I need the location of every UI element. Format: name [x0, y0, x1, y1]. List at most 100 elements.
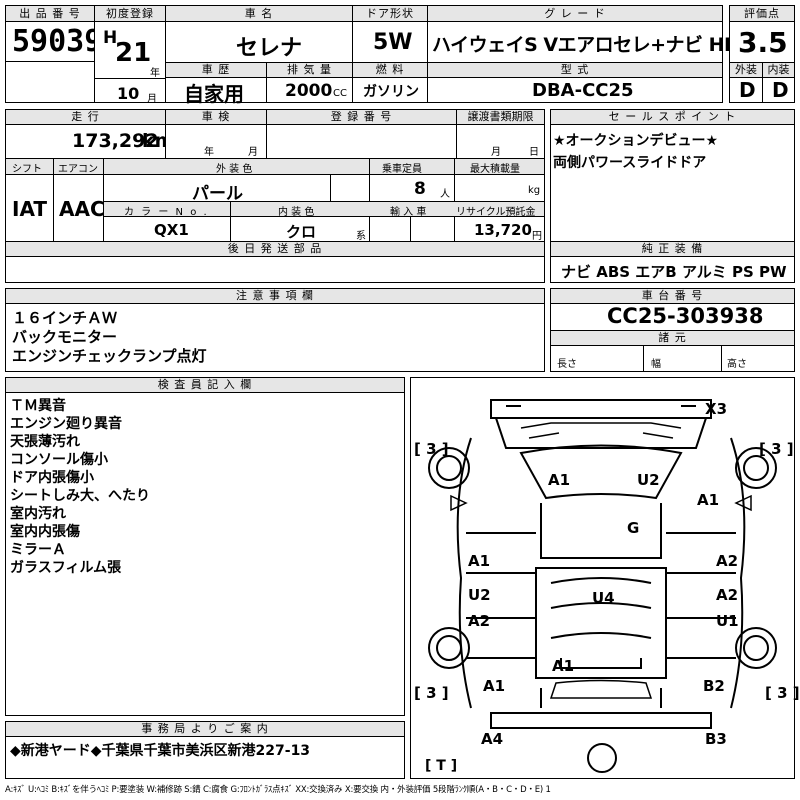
reg-label: 初度登録 [95, 6, 165, 22]
ac-label: エアコン [58, 164, 98, 175]
damage-mark: U1 [716, 612, 739, 630]
car-name: セレナ [236, 36, 303, 61]
transfer-month: 月 [491, 147, 501, 158]
inspect-box: 車 検 年 月 [165, 109, 267, 159]
transfer-day: 日 [529, 147, 539, 158]
int-color: クロ [286, 223, 317, 241]
door-label: ドア形状 [353, 6, 427, 22]
damage-mark: U2 [637, 471, 660, 489]
disp-label: 排 気 量 [267, 63, 352, 78]
sales-point-1: ★オークションデビュー★ [553, 133, 719, 149]
sales-box: セ ー ル ス ポ イ ン ト ★オークションデビュー★ 両側パワースライドドア [550, 109, 795, 242]
int-color-unit: 系 [356, 231, 366, 242]
load-label: 最大積載量 [470, 164, 520, 175]
office-text: ◆新港ヤード◆千葉県千葉市美浜区新港227-13 [10, 743, 311, 759]
inspector-line: コンソール傷小 [10, 452, 108, 468]
damage-mark: A4 [481, 730, 504, 748]
displacement: 2000 [285, 81, 333, 101]
regno-box: 登 録 番 号 [266, 109, 457, 159]
recycle: 13,720 [474, 221, 532, 239]
inspector-line: シートしみ大、へたり [10, 488, 150, 504]
damage-mark: A1 [697, 491, 720, 509]
damage-mark: A2 [716, 552, 739, 570]
grade-box: グ レ ー ド ハイウェイS Vエアロセレ+ナビ HDD [427, 5, 755, 63]
grade: ハイウェイS Vエアロセレ+ナビ HDD [432, 34, 755, 56]
note-line-2: バックモニター [12, 328, 118, 346]
cap-unit: 人 [440, 189, 450, 200]
grade-label: グ レ ー ド [428, 6, 722, 22]
history-box: 車 歴 自家用 [165, 62, 267, 106]
dim-length: 長さ [557, 359, 577, 370]
regno-label: 登 録 番 号 [267, 110, 456, 125]
damage-mark: X3 [705, 400, 728, 418]
damage-diagram: X3 [ 3 ] [ 3 ] A1 U2 A1 G A1 A2 U2 U4 A2… [410, 377, 800, 779]
inspector-label: 検 査 員 記 入 欄 [6, 378, 404, 393]
reg-box: 初度登録 H 21 年 10 月 [94, 5, 166, 105]
damage-mark: B2 [703, 677, 725, 695]
disp-unit: CC [333, 88, 347, 99]
fuel-box: 燃 料 ガソリン [352, 62, 428, 103]
int-box: 内装 D [762, 62, 795, 103]
note-line-1: １６インチＡＷ [12, 309, 118, 327]
model-label: 型 式 [428, 63, 722, 78]
dim-height: 高さ [727, 359, 747, 370]
damage-mark: B3 [705, 730, 727, 748]
later-box: 後 日 発 送 部 品 [5, 241, 545, 283]
damage-mark: G [627, 519, 640, 537]
office-label: 事 務 局 よ り ご 案 内 [6, 722, 404, 737]
colorno-label: カ ラ ー N o . [124, 207, 209, 218]
shift-label: シフト [12, 164, 42, 175]
chassis-label: 車 台 番 号 [551, 289, 794, 304]
spec-grid: シフト エアコン 外 装 色 乗車定員 最大積載量 パール 8 人 kg IAT… [5, 158, 545, 242]
disp-box: 排 気 量 2000 CC [266, 62, 353, 103]
load-unit: kg [528, 185, 541, 196]
office-box: 事 務 局 よ り ご 案 内 ◆新港ヤード◆千葉県千葉市美浜区新港227-13 [5, 721, 405, 779]
lot-box: 出 品 番 号 59039 [5, 5, 102, 62]
legend: A:ｷｽﾞ U:ﾍｺﾐ B:ｷｽﾞを伴うﾍｺﾐ P:要塗装 W:補修跡 S:錆 … [5, 785, 551, 795]
recycle-unit: 円 [532, 231, 542, 242]
inspector-line: 室内内張傷 [10, 524, 80, 540]
inspector-box: 検 査 員 記 入 欄 ＴＭ異音 エンジン廻り異音 天張薄汚れ コンソール傷小 … [5, 377, 405, 716]
damage-mark: [ 3 ] [414, 440, 449, 458]
sales-label: セ ー ル ス ポ イ ン ト [551, 110, 794, 125]
dims-label: 諸 元 [551, 331, 794, 346]
equip-label: 純 正 装 備 [551, 242, 794, 257]
inspect-year: 年 [204, 147, 214, 158]
damage-mark: A2 [468, 612, 491, 630]
fuel-label: 燃 料 [353, 63, 427, 78]
damage-mark: [ 3 ] [759, 440, 794, 458]
damage-mark: A1 [468, 552, 491, 570]
intcolor-label: 内 装 色 [278, 207, 315, 218]
notes-box: 注 意 事 項 欄 １６インチＡＷ バックモニター エンジンチェックランプ点灯 [5, 288, 545, 372]
dims-box: 諸 元 長さ 幅 高さ [550, 330, 795, 372]
inspector-line: ＴＭ異音 [10, 398, 66, 414]
mileage-label: 走 行 [6, 110, 165, 125]
model-box: 型 式 DBA-CC25 [427, 62, 723, 103]
inspect-label: 車 検 [166, 110, 266, 125]
lot-empty [5, 61, 95, 103]
reg-month: 10 [117, 84, 140, 103]
history-label: 車 歴 [166, 63, 266, 78]
lot-number: 59039 [12, 24, 103, 59]
chassis-box: 車 台 番 号 CC25-303938 [550, 288, 795, 331]
damage-mark: [ 3 ] [414, 684, 449, 702]
inspector-line: 天張薄汚れ [10, 434, 80, 450]
car-outline [428, 399, 777, 773]
damage-mark: A1 [483, 677, 506, 695]
capacity: 8 [414, 179, 426, 199]
history: 自家用 [184, 82, 244, 106]
score-label: 評価点 [730, 6, 794, 22]
damage-mark: [ 3 ] [765, 684, 800, 702]
transfer-label: 譲渡書類期限 [457, 110, 544, 125]
note-line-3: エンジンチェックランプ点灯 [12, 347, 207, 365]
damage-mark: U4 [592, 589, 615, 607]
notes-label: 注 意 事 項 欄 [6, 289, 544, 304]
transfer-box: 譲渡書類期限 月 日 [456, 109, 545, 159]
lot-label: 出 品 番 号 [6, 6, 94, 22]
name-label: 車 名 [166, 6, 352, 22]
inspector-line: ミラーＡ [10, 542, 66, 558]
int-label: 内装 [763, 63, 794, 78]
int-grade: D [772, 78, 789, 102]
door-box: ドア形状 5W [352, 5, 428, 63]
equipment: ナビ ABS エアB アルミ PS PW [561, 263, 787, 281]
